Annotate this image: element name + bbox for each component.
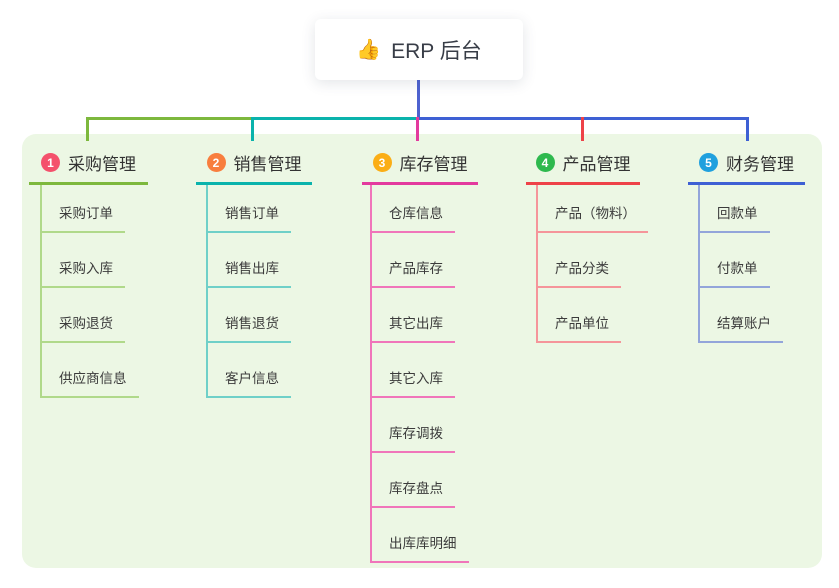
- branch-children: 产品（物料） 产品分类产品单位: [536, 185, 648, 343]
- branch-child-item[interactable]: 产品分类: [538, 233, 621, 288]
- branch-child-item[interactable]: 付款单: [700, 233, 770, 288]
- branch-label: 产品管理: [562, 155, 631, 174]
- child-label: 采购入库: [59, 261, 113, 276]
- branch-children: 销售订单销售出库销售退货客户信息: [206, 185, 291, 398]
- connector-drop-finance: [746, 117, 749, 141]
- branch-child-item[interactable]: 其它出库: [372, 288, 455, 343]
- child-label: 产品单位: [555, 316, 609, 331]
- branch-number-badge: 4: [535, 153, 555, 172]
- root-node-label: ERP 后台: [391, 39, 482, 63]
- child-label: 其它入库: [389, 371, 443, 386]
- connector-drop-sales: [251, 117, 254, 141]
- branch-node: 4 产品管理 产品（物料） 产品分类产品单位: [526, 150, 648, 343]
- child-label: 采购退货: [59, 316, 113, 331]
- branch-node: 5 财务管理 回款单付款单结算账户: [688, 150, 805, 343]
- branch-label: 财务管理: [726, 155, 794, 174]
- child-label: 库存盘点: [389, 481, 443, 496]
- connector-drop-inventory: [416, 117, 419, 141]
- branch-number-badge: 5: [699, 153, 718, 172]
- branch-heading[interactable]: 2 销售管理: [196, 150, 312, 185]
- child-label: 客户信息: [225, 371, 279, 386]
- branch-number-badge: 3: [372, 153, 392, 172]
- connector-drop-purchase: [86, 117, 89, 141]
- branch-child-item[interactable]: 采购订单: [42, 185, 125, 233]
- child-label: 付款单: [717, 261, 758, 276]
- branch-heading[interactable]: 4 产品管理: [526, 150, 640, 185]
- child-label: 产品（物料）: [555, 206, 636, 221]
- branch-child-item[interactable]: 库存调拨: [372, 398, 455, 453]
- branch-child-item[interactable]: 销售出库: [208, 233, 291, 288]
- branch-label: 库存管理: [399, 155, 468, 174]
- branch-number-badge: 2: [206, 153, 226, 172]
- child-label: 销售订单: [225, 206, 279, 221]
- branch-number-badge: 1: [41, 153, 60, 172]
- child-label: 产品分类: [555, 261, 609, 276]
- root-node[interactable]: 👍 ERP 后台: [315, 19, 523, 80]
- child-label: 销售退货: [225, 316, 279, 331]
- child-label: 销售出库: [225, 261, 279, 276]
- branch-child-item[interactable]: 销售订单: [208, 185, 291, 233]
- branch-child-item[interactable]: 库存盘点: [372, 453, 455, 508]
- branch-node: 2 销售管理 销售订单销售出库销售退货客户信息: [196, 150, 312, 398]
- branch-node: 3 库存管理 仓库信息产品库存其它出库其它入库库存调拨库存盘点出库库明细: [362, 150, 478, 563]
- thumbs-up-icon: 👍: [356, 38, 382, 61]
- branch-child-item[interactable]: 产品（物料）: [538, 185, 648, 233]
- branch-child-item[interactable]: 出库库明细: [372, 508, 469, 563]
- branch-child-item[interactable]: 回款单: [700, 185, 770, 233]
- branch-child-item[interactable]: 供应商信息: [42, 343, 139, 398]
- child-label: 出库库明细: [389, 536, 457, 551]
- child-label: 采购订单: [59, 206, 113, 221]
- branch-heading[interactable]: 3 库存管理: [362, 150, 478, 185]
- branch-child-item[interactable]: 产品单位: [538, 288, 621, 343]
- branch-heading[interactable]: 5 财务管理: [688, 150, 805, 185]
- branch-heading[interactable]: 1 采购管理: [29, 150, 148, 185]
- connector-segment-sales: [253, 117, 418, 120]
- branch-child-item[interactable]: 销售退货: [208, 288, 291, 343]
- branch-child-item[interactable]: 采购退货: [42, 288, 125, 343]
- child-label: 产品库存: [389, 261, 443, 276]
- root-connector-line: [417, 80, 420, 118]
- branch-child-item[interactable]: 其它入库: [372, 343, 455, 398]
- connector-drop-product: [581, 117, 584, 141]
- branch-child-item[interactable]: 产品库存: [372, 233, 455, 288]
- branch-child-item[interactable]: 仓库信息: [372, 185, 455, 233]
- mindmap-panel: [22, 134, 822, 568]
- branch-label: 销售管理: [233, 155, 302, 174]
- child-label: 仓库信息: [389, 206, 443, 221]
- child-label: 供应商信息: [59, 371, 127, 386]
- child-label: 回款单: [717, 206, 758, 221]
- branch-children: 回款单付款单结算账户: [698, 185, 783, 343]
- child-label: 结算账户: [717, 316, 771, 331]
- branch-child-item[interactable]: 客户信息: [208, 343, 291, 398]
- branch-label: 采购管理: [68, 155, 136, 174]
- branch-child-item[interactable]: 采购入库: [42, 233, 125, 288]
- branch-child-item[interactable]: 结算账户: [700, 288, 783, 343]
- connector-segment-purchase: [87, 117, 253, 120]
- branch-children: 采购订单采购入库采购退货供应商信息: [40, 185, 139, 398]
- branch-children: 仓库信息产品库存其它出库其它入库库存调拨库存盘点出库库明细: [370, 185, 469, 563]
- child-label: 库存调拨: [389, 426, 443, 441]
- branch-node: 1 采购管理 采购订单采购入库采购退货供应商信息: [29, 150, 148, 398]
- child-label: 其它出库: [389, 316, 443, 331]
